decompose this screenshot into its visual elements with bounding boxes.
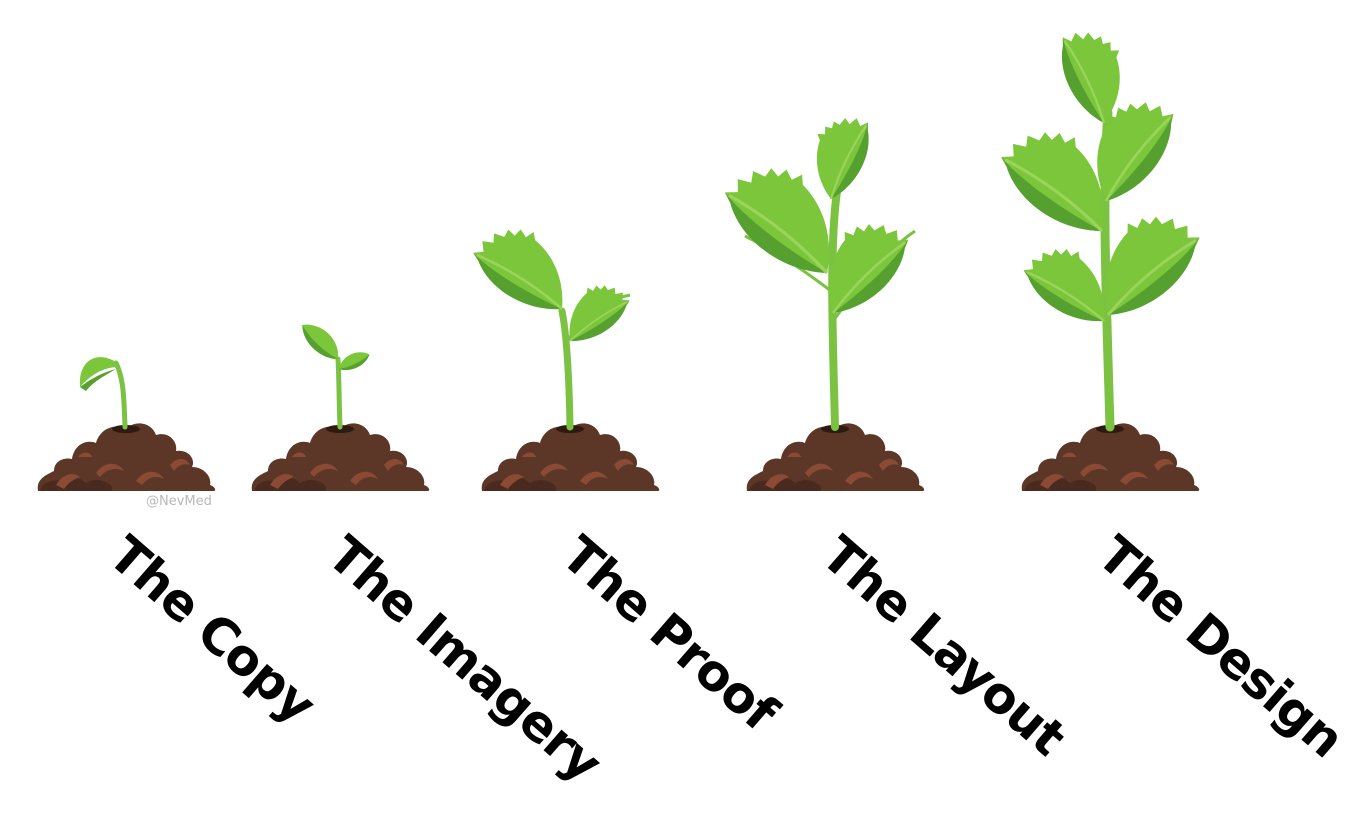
stage-1-plant	[37, 357, 216, 491]
soil-mound-icon	[746, 423, 925, 491]
stage-5-plant	[986, 15, 1215, 491]
leaf-icon	[986, 15, 1215, 432]
stage-3-plant	[462, 209, 660, 491]
soil-mound-icon	[481, 423, 660, 491]
seedling-icon	[294, 319, 372, 430]
soil-mound-icon	[251, 423, 430, 491]
leaf-icon	[709, 102, 923, 431]
leaf-icon	[462, 209, 638, 431]
stage-4-plant	[709, 102, 925, 491]
soil-mound-icon	[37, 423, 216, 491]
watermark-credit: @NevMed	[146, 494, 212, 509]
stage-2-plant	[251, 319, 430, 491]
seedling-icon	[79, 357, 128, 430]
soil-mound-icon	[1021, 423, 1200, 491]
